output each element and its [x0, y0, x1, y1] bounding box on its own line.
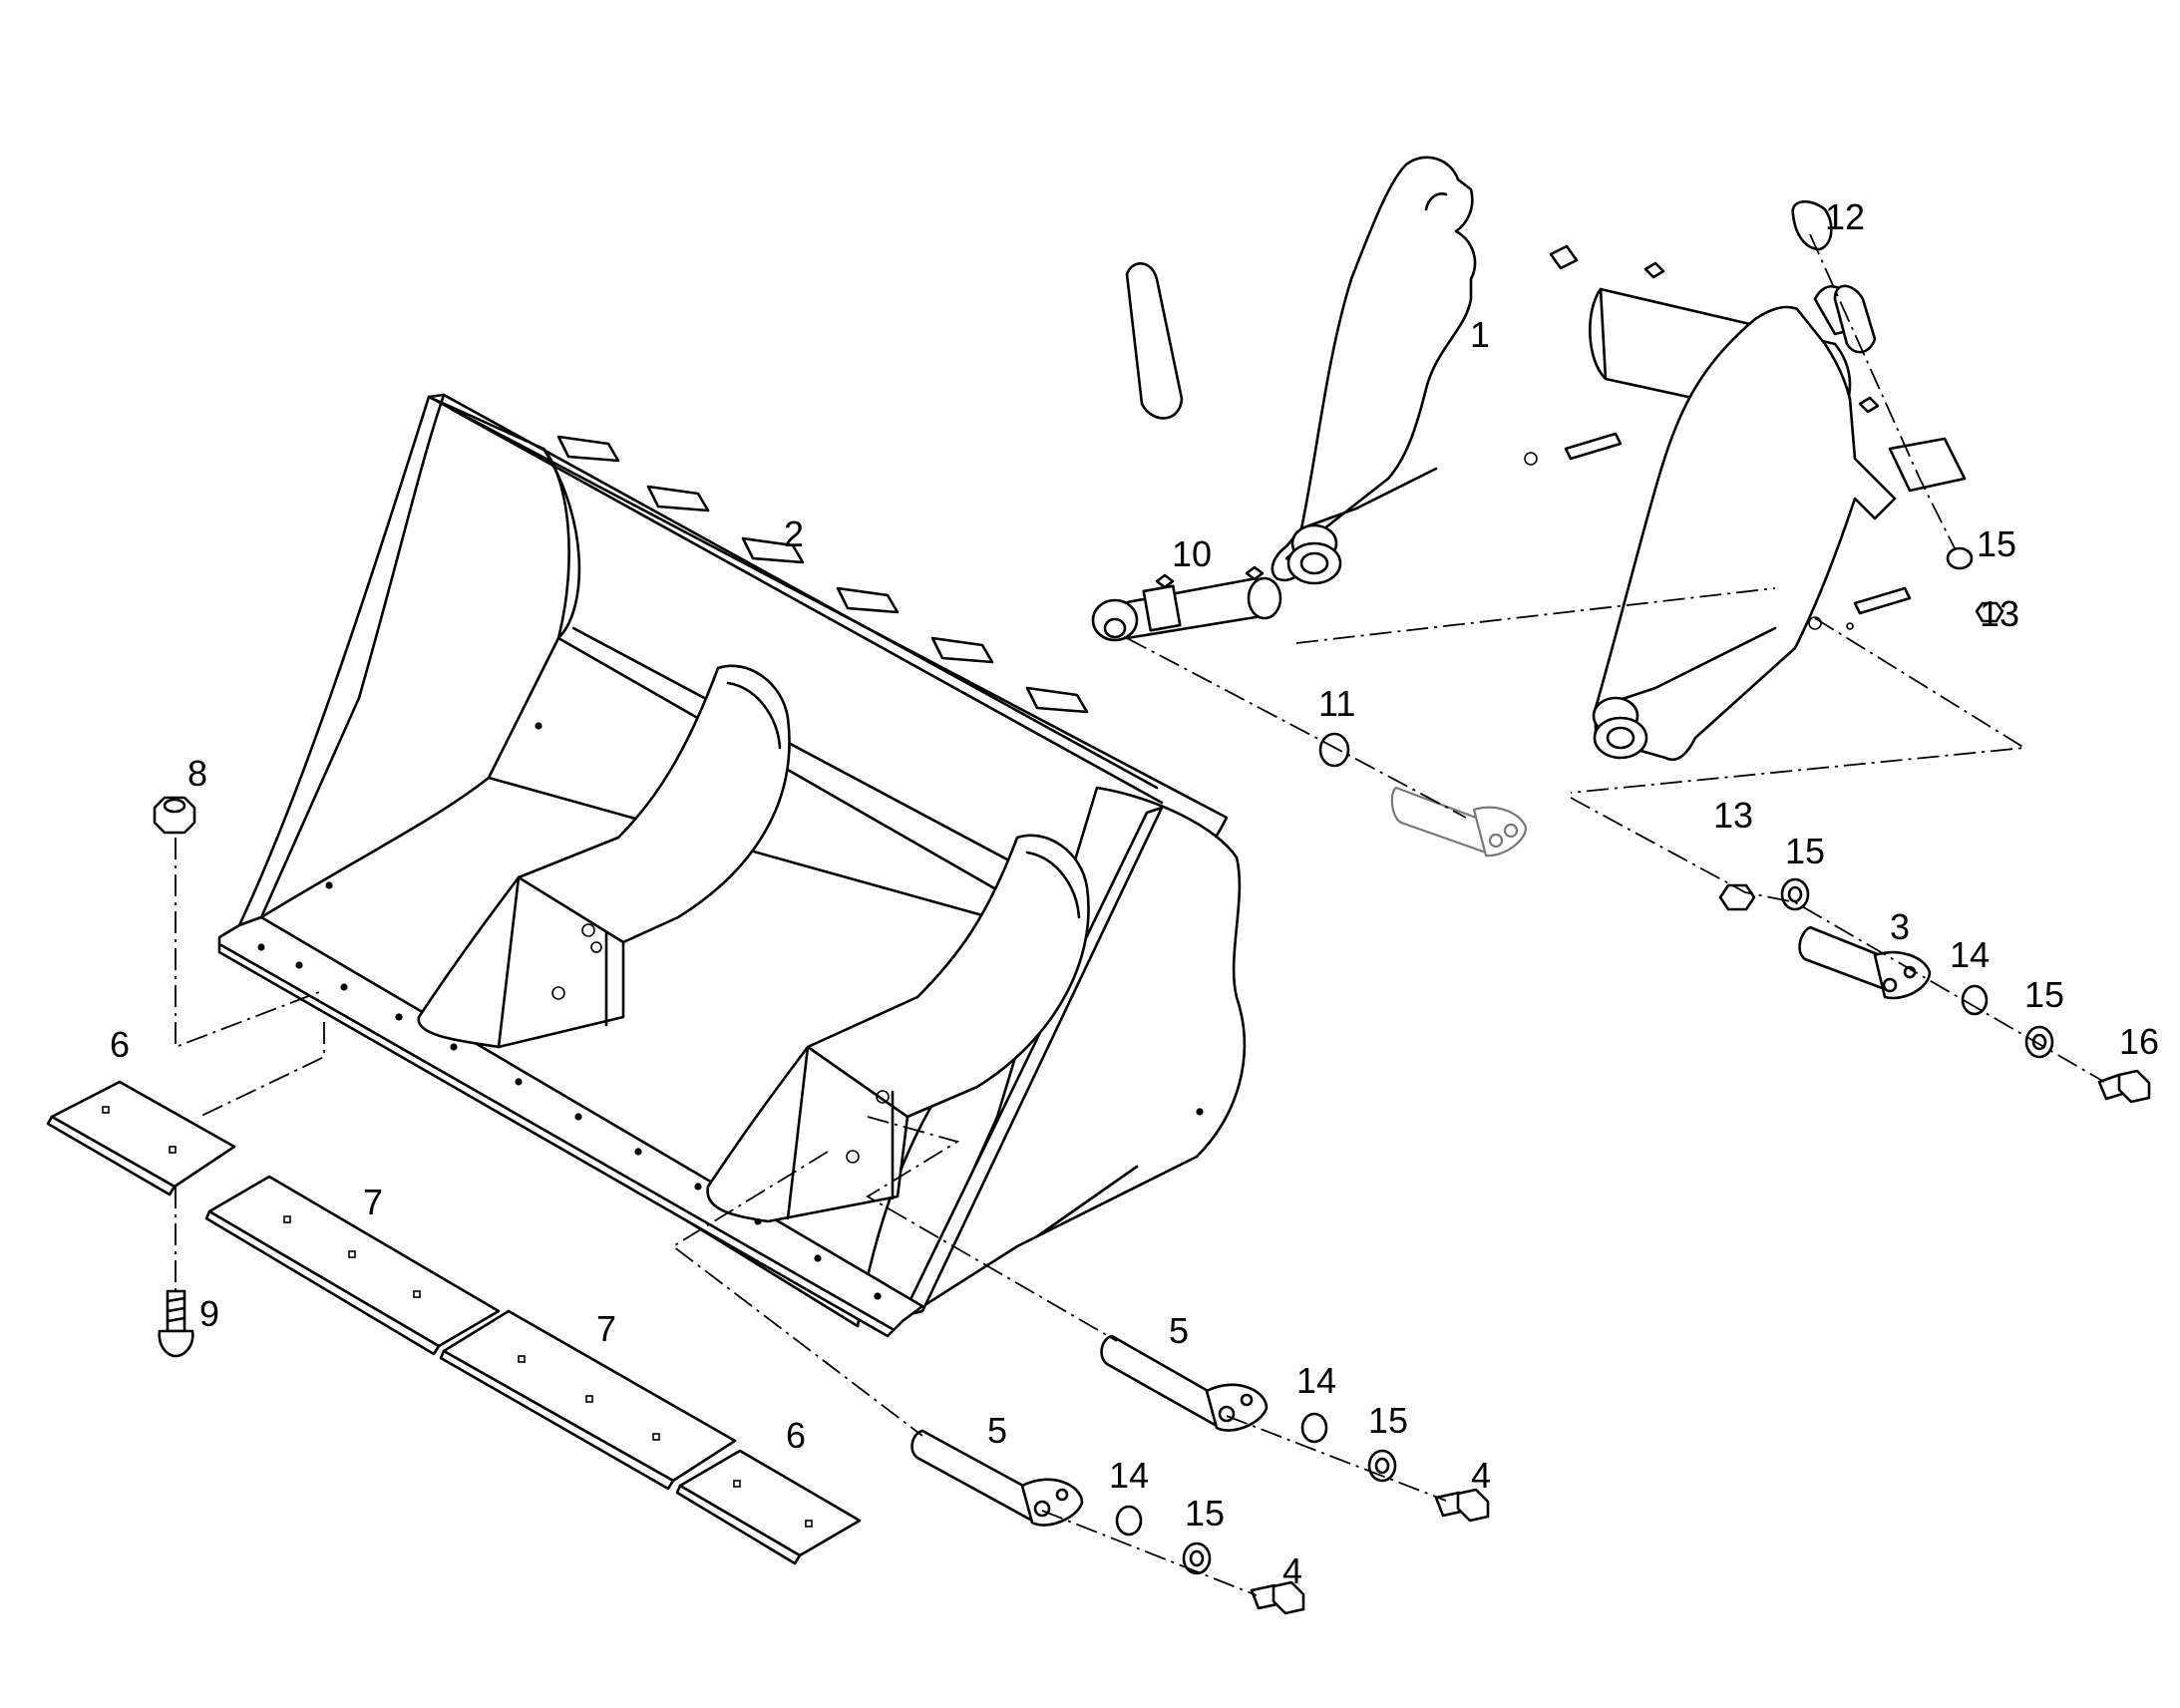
- nut-8: [153, 796, 196, 835]
- callout-15b: 15: [1785, 831, 1825, 871]
- washer-15-upper: [1946, 546, 1974, 570]
- latch-cylinder: [1091, 565, 1282, 642]
- bolt-4-a: [1434, 1488, 1490, 1523]
- quick-coupler-frame: [1125, 156, 1967, 762]
- spacer-14-c: [1115, 1505, 1143, 1537]
- leader-lines: [175, 233, 2105, 1596]
- bolt-9: [158, 1289, 194, 1358]
- bolt-4-b: [1250, 1580, 1305, 1615]
- callout-16: 16: [2119, 1021, 2159, 1062]
- callout-8: 8: [187, 753, 207, 794]
- callout-13a: 13: [1980, 593, 2019, 634]
- callout-11: 11: [1318, 683, 1355, 724]
- callout-14c: 14: [1109, 1455, 1149, 1496]
- washer-15-d: [1182, 1541, 1212, 1575]
- callout-15c: 15: [2024, 974, 2064, 1015]
- washer-15-a: [1780, 877, 1810, 911]
- callout-3: 3: [1890, 906, 1910, 947]
- callout-7a: 7: [363, 1182, 383, 1222]
- end-bit-6-left: [46, 1080, 236, 1196]
- pin-5-lower: [910, 1429, 1084, 1527]
- callouts: 1 2 3 4 4 5 5 6 6 7 7 8 9 10 11 12 13 13…: [110, 196, 2159, 1591]
- nut-13-upper: [1975, 601, 2004, 623]
- callout-13b: 13: [1713, 795, 1753, 836]
- spacer-14-b: [1300, 1412, 1328, 1444]
- callout-6a: 6: [110, 1024, 130, 1065]
- callout-15d: 15: [1368, 1400, 1408, 1441]
- callout-10: 10: [1172, 533, 1212, 574]
- edge-7-left: [204, 1175, 501, 1356]
- callout-1: 1: [1470, 314, 1490, 355]
- bucket: [217, 393, 1247, 1338]
- bolt-16: [2097, 1069, 2151, 1104]
- pin-11: [1318, 732, 1528, 857]
- pin-5-upper: [1100, 1334, 1269, 1432]
- spacer-14-a: [1961, 984, 1989, 1016]
- callout-15a: 15: [1977, 523, 2016, 564]
- callout-4b: 4: [1282, 1550, 1302, 1591]
- callout-4a: 4: [1471, 1455, 1491, 1496]
- callout-5b: 5: [987, 1410, 1007, 1451]
- end-bit-6-right: [675, 1449, 862, 1565]
- callout-5a: 5: [1169, 1310, 1189, 1351]
- callout-6b: 6: [786, 1415, 806, 1456]
- plug-12: [1791, 200, 1833, 251]
- edge-7-right: [439, 1309, 737, 1491]
- callout-14a: 14: [1950, 934, 1990, 975]
- callout-14b: 14: [1296, 1360, 1336, 1401]
- callout-7b: 7: [596, 1308, 616, 1349]
- callout-15e: 15: [1185, 1493, 1225, 1534]
- callout-12: 12: [1825, 196, 1865, 237]
- washer-15-b: [2024, 1025, 2054, 1059]
- callout-2: 2: [784, 513, 804, 554]
- nut-13-lower: [1718, 883, 1756, 911]
- pin-3: [1798, 925, 1932, 1000]
- callout-9: 9: [199, 1293, 219, 1334]
